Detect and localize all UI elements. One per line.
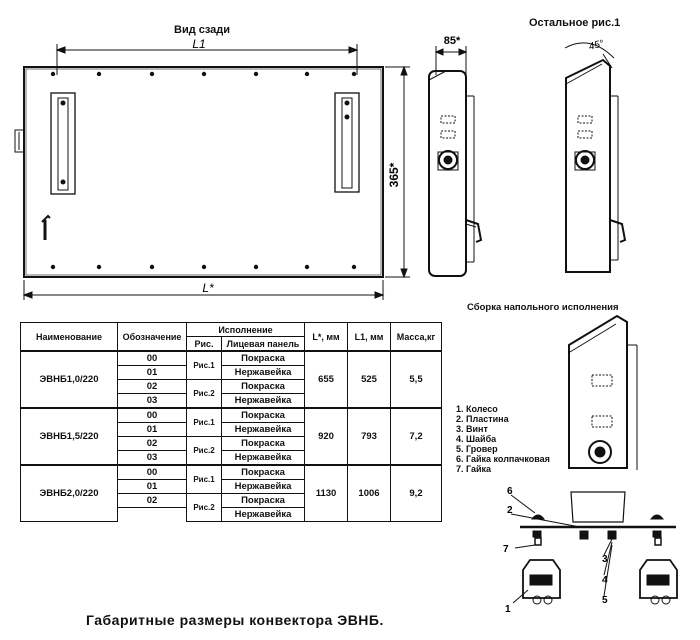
table-row: ЭВНБ1,5/220 00 Рис.1 Покраска 920 793 7,… xyxy=(20,407,442,466)
parts-legend: 1. Колесо 2. Пластина 3. Винт 4. Шайба 5… xyxy=(456,404,550,474)
product-name: ЭВНБ1,0/220 xyxy=(20,350,118,409)
fig-cell: Рис.1 xyxy=(186,350,222,380)
mounting-rail-left xyxy=(50,92,76,195)
rear-view-title: Вид сзади xyxy=(174,24,231,36)
legend-item: 6. Гайка колпачковая xyxy=(456,454,550,464)
designation-cell: 02 xyxy=(117,436,187,451)
height-label: 365* xyxy=(387,162,401,187)
table-row: ЭВНБ2,0/220 00 Рис.1 Покраска 1130 1006 … xyxy=(20,464,442,522)
header-l1: L1, мм xyxy=(347,322,391,352)
callout-7: 7 xyxy=(503,544,509,555)
header-front-panel: Лицевая панель xyxy=(221,336,305,352)
l-star-cell: 1130 xyxy=(304,464,348,522)
panel-cell: Покраска xyxy=(221,436,305,451)
designation-cell: 01 xyxy=(117,422,187,437)
header-name: Наименование xyxy=(20,322,118,352)
panel-cell: Покраска xyxy=(221,350,305,366)
table-row: 02 Рис.2 Покраска xyxy=(21,379,442,409)
l1-cell: 1006 xyxy=(347,464,391,522)
header-fig: Рис. xyxy=(186,336,222,352)
table-row: ЭВНБ1,0/220 00 Рис.1 Покраска 655 525 5,… xyxy=(20,350,442,409)
l-star-cell: 655 xyxy=(304,350,348,409)
header-mass: Масса,кг xyxy=(390,322,442,352)
depth-label: 85* xyxy=(444,35,461,47)
floor-assembly-title: Сборка напольного исполнения xyxy=(467,302,619,313)
panel-cell: Нержавейка xyxy=(221,365,305,380)
wheel-right xyxy=(639,559,678,599)
mass-cell: 9,2 xyxy=(390,464,442,522)
designation-cell: 03 xyxy=(117,393,187,409)
panel-cell: Покраска xyxy=(221,407,305,423)
fig-cell: Рис.1 xyxy=(186,407,222,437)
fig-cell: Рис.2 xyxy=(186,379,222,409)
designation-cell: 01 xyxy=(117,479,187,494)
floor-assembly-body xyxy=(568,314,628,469)
callout-6: 6 xyxy=(507,486,513,497)
table-row: 03 Нержавейка xyxy=(21,450,442,466)
panel-cell: Нержавейка xyxy=(221,422,305,437)
mounting-rail-right xyxy=(334,92,360,193)
panel-cell: Нержавейка xyxy=(221,393,305,409)
panel-cell: Нержавейка xyxy=(221,479,305,494)
designation-cell: 02 xyxy=(117,379,187,394)
fig-cell: Рис.2 xyxy=(186,493,222,522)
legend-item: 2. Пластина xyxy=(456,414,509,424)
designation-cell: 03 xyxy=(117,450,187,466)
legend-item: 3. Винт xyxy=(456,424,488,434)
l1-label: L1 xyxy=(192,37,205,51)
designation-cell: 01 xyxy=(117,365,187,380)
product-name: ЭВНБ2,0/220 xyxy=(20,464,118,522)
other-view-body xyxy=(565,58,611,273)
mass-cell: 5,5 xyxy=(390,350,442,409)
designation-cell: 02 xyxy=(117,493,187,508)
figure-caption: Габаритные размеры конвектора ЭВНБ. xyxy=(86,612,384,628)
spec-table: Наименование Обозначение Исполнение L*, … xyxy=(20,322,442,522)
legend-item: 7. Гайка xyxy=(456,464,492,474)
side-view-body xyxy=(428,70,467,277)
empty-cell xyxy=(118,508,187,522)
table-row: 02 Рис.2 Покраска xyxy=(21,436,442,466)
designation-cell: 00 xyxy=(117,350,187,366)
callout-4: 4 xyxy=(602,575,608,586)
legend-item: 5. Гровер xyxy=(456,444,498,454)
l-star-cell: 920 xyxy=(304,407,348,466)
header-l-star: L*, мм xyxy=(304,322,348,352)
other-view-title: Остальное рис.1 xyxy=(529,17,621,29)
panel-cell: Покраска xyxy=(221,493,305,508)
fig-cell: Рис.1 xyxy=(186,464,222,494)
table-row: 02 Рис.2 Покраска xyxy=(21,493,442,522)
rear-body xyxy=(23,66,384,278)
side-bracket xyxy=(14,129,25,153)
fig-cell: Рис.2 xyxy=(186,436,222,466)
panel-cell: Нержавейка xyxy=(221,507,305,522)
callout-3: 3 xyxy=(602,554,608,565)
designation-cell: 00 xyxy=(117,464,187,480)
l1-cell: 525 xyxy=(347,350,391,409)
product-name: ЭВНБ1,5/220 xyxy=(20,407,118,466)
table-row: 01 Нержавейка xyxy=(21,422,442,437)
l-star-label: L* xyxy=(202,281,214,295)
panel-cell: Покраска xyxy=(221,379,305,394)
legend-item: 1. Колесо xyxy=(456,404,498,414)
wheel-left xyxy=(522,559,561,599)
mass-cell: 7,2 xyxy=(390,407,442,466)
table-row: Нержавейка xyxy=(21,507,442,522)
l1-cell: 793 xyxy=(347,407,391,466)
header-execution: Исполнение xyxy=(186,322,305,337)
header-designation: Обозначение xyxy=(117,322,187,352)
legend-item: 4. Шайба xyxy=(456,434,497,444)
panel-cell: Покраска xyxy=(221,464,305,480)
callout-5: 5 xyxy=(602,595,608,606)
designation-cell: 00 xyxy=(117,407,187,423)
callout-1: 1 xyxy=(505,604,511,615)
angle-label: 45° xyxy=(588,38,605,53)
panel-cell: Нержавейка xyxy=(221,450,305,466)
callout-2: 2 xyxy=(507,505,513,516)
